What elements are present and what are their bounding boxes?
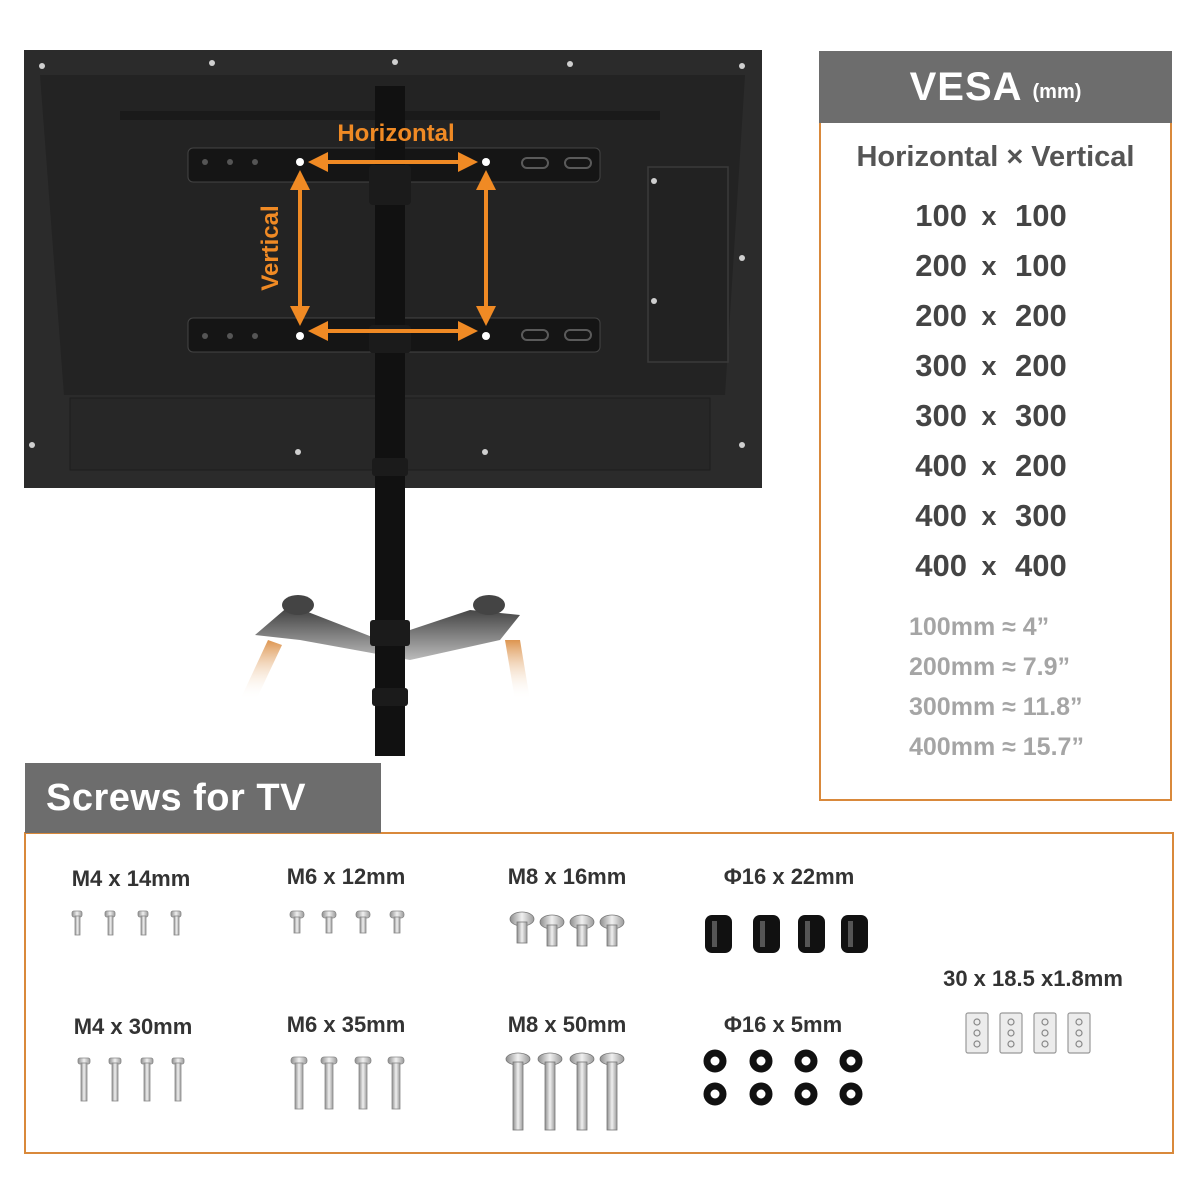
screws-header: Screws for TV [25, 763, 381, 833]
vesa-horizontal-value: 100 [915, 198, 967, 233]
vesa-size-row: 300 x 200 [821, 341, 1170, 391]
vesa-size-row: 400 x 200 [821, 441, 1170, 491]
tv-back-illustration: Horizontal Vertical [24, 50, 762, 756]
vesa-title: VESA [909, 64, 1023, 109]
conversion-row: 400mm ≈ 15.7” [909, 733, 1084, 761]
screw-label-m6x12: M6 x 12mm [286, 864, 406, 889]
plate-label-30x18.5: 30 x 18.5 x1.8mm [943, 966, 1123, 991]
vesa-separator: x [981, 550, 997, 581]
screw-label-m8x50: M8 x 50mm [507, 1012, 627, 1037]
vesa-separator: x [981, 350, 997, 381]
mm-to-inch-conversions: 100mm ≈ 4” 200mm ≈ 7.9” 300mm ≈ 11.8” 40… [909, 613, 1084, 773]
vesa-vertical-value: 200 [1015, 448, 1067, 483]
vesa-horizontal-value: 300 [915, 398, 967, 433]
vesa-separator: x [981, 500, 997, 531]
vesa-size-row: 200 x 200 [821, 291, 1170, 341]
screw-label-m8x16: M8 x 16mm [507, 864, 627, 889]
vesa-horizontal-value: 400 [915, 548, 967, 583]
vesa-horizontal-value: 400 [915, 448, 967, 483]
vertical-label: Vertical [257, 205, 284, 290]
screw-label-m4x14: M4 x 14mm [71, 866, 191, 891]
vesa-horizontal-value: 400 [915, 498, 967, 533]
washer-label-phi16x5: Φ16 x 5mm [723, 1012, 843, 1037]
vesa-vertical-value: 100 [1015, 248, 1067, 283]
vesa-horizontal-value: 300 [915, 348, 967, 383]
vesa-separator: x [981, 300, 997, 331]
vesa-mount-holes [296, 158, 490, 340]
vesa-size-row: 400 x 300 [821, 491, 1170, 541]
vesa-vertical-value: 200 [1015, 298, 1067, 333]
vesa-vertical-value: 300 [1015, 498, 1067, 533]
stand [240, 86, 530, 756]
vesa-size-row: 400 x 400 [821, 541, 1170, 591]
screw-label-m6x35: M6 x 35mm [286, 1012, 406, 1037]
vesa-subtitle: Horizontal × Vertical [856, 141, 1135, 173]
screws-panel [24, 832, 1174, 1154]
vertical-measure-arrow [290, 170, 496, 326]
spacer-label-phi16x22: Φ16 x 22mm [723, 864, 855, 889]
horizontal-measure-arrow [308, 152, 478, 341]
vesa-header: VESA (mm) [819, 51, 1172, 123]
conversion-row: 300mm ≈ 11.8” [909, 693, 1083, 721]
horizontal-label: Horizontal [337, 120, 454, 147]
vesa-horizontal-value: 200 [915, 248, 967, 283]
conversion-row: 200mm ≈ 7.9” [909, 653, 1071, 681]
vesa-vertical-value: 100 [1015, 198, 1067, 233]
screws-title: Screws for TV [46, 776, 306, 819]
vesa-vertical-value: 400 [1015, 548, 1067, 583]
vesa-size-row: 200 x 100 [821, 241, 1170, 291]
vesa-size-row: 300 x 300 [821, 391, 1170, 441]
vesa-separator: x [981, 400, 997, 431]
vesa-unit: (mm) [1032, 80, 1082, 103]
vesa-vertical-value: 200 [1015, 348, 1067, 383]
vesa-horizontal-value: 200 [915, 298, 967, 333]
vesa-vertical-value: 300 [1015, 398, 1067, 433]
vesa-separator: x [981, 200, 997, 231]
conversion-row: 100mm ≈ 4” [909, 613, 1050, 641]
screw-label-m4x30: M4 x 30mm [73, 1014, 193, 1039]
vesa-size-row: 100 x 100 [821, 191, 1170, 241]
vesa-separator: x [981, 250, 997, 281]
vesa-separator: x [981, 450, 997, 481]
